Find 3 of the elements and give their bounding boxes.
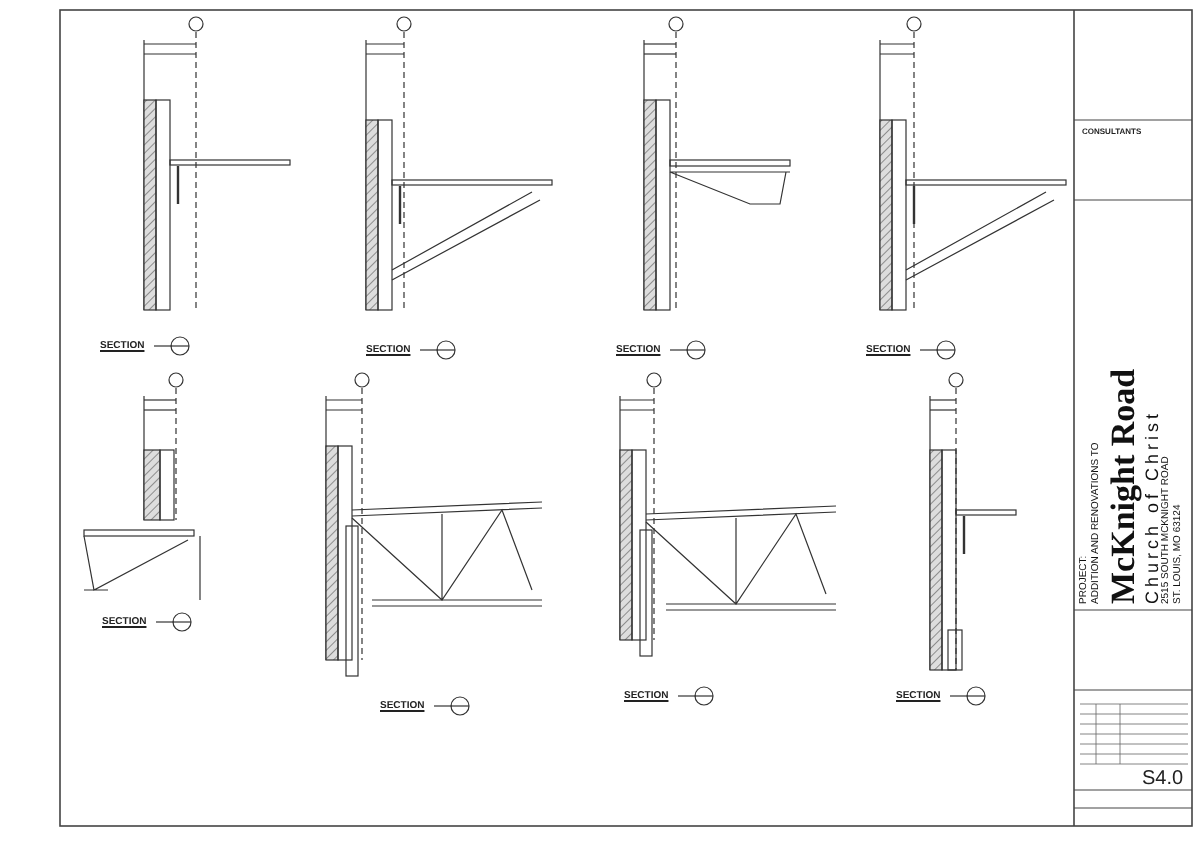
- project-name: McKnight Road: [1103, 366, 1143, 604]
- project-subtitle: Church of Christ: [1142, 407, 1163, 604]
- sheet-number: S4.0: [1142, 768, 1184, 790]
